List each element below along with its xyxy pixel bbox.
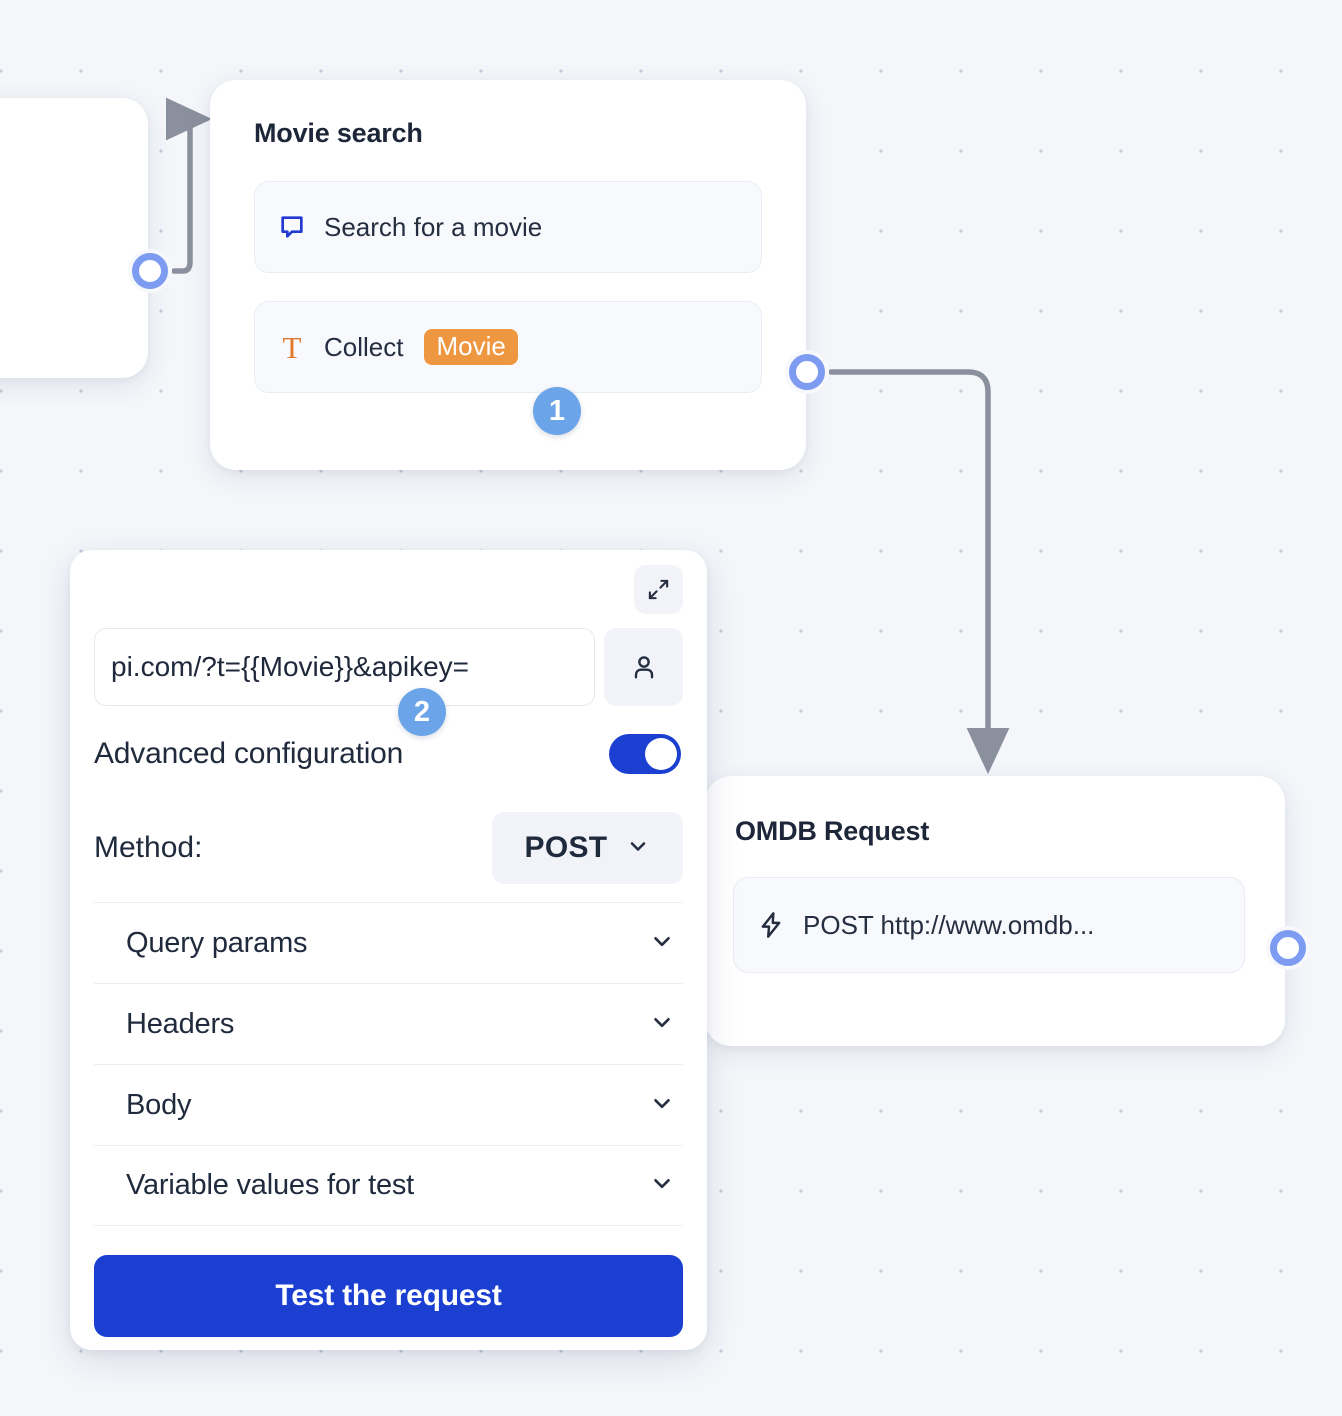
node-partial-left[interactable] — [0, 98, 148, 378]
advanced-configuration-label: Advanced configuration — [94, 737, 404, 770]
chevron-down-icon — [626, 834, 650, 863]
accordion-label: Query params — [126, 926, 308, 959]
test-the-request-button[interactable]: Test the request — [94, 1255, 683, 1337]
chevron-down-icon — [649, 1170, 675, 1201]
port-partial-left-output[interactable] — [128, 249, 172, 293]
accordion-item-headers[interactable]: Headers — [94, 983, 683, 1064]
chevron-down-icon — [649, 1090, 675, 1121]
node-row-label: POST http://www.omdb... — [803, 909, 1095, 940]
advanced-configuration-row: Advanced configuration — [94, 706, 683, 802]
port-movie-search-output[interactable] — [785, 350, 829, 394]
variable-pill-movie[interactable]: Movie — [424, 329, 518, 365]
speech-bubble-icon — [277, 213, 307, 241]
step-badge-1: 1 — [533, 387, 581, 435]
node-row-search-for-a-movie[interactable]: Search for a movie — [254, 181, 762, 273]
panel-header — [94, 550, 683, 628]
port-omdb-output[interactable] — [1266, 926, 1310, 970]
node-row-collect-movie[interactable]: T Collect Movie — [254, 301, 762, 393]
method-selected-value: POST — [524, 831, 608, 864]
accordion-item-query-params[interactable]: Query params — [94, 902, 683, 983]
accordion-label: Headers — [126, 1007, 235, 1040]
accordion-item-body[interactable]: Body — [94, 1064, 683, 1145]
method-row: Method: POST — [94, 802, 683, 894]
edge-partial-to-movie-search — [165, 97, 213, 274]
text-type-icon: T — [282, 329, 302, 365]
node-omdb-request[interactable]: OMDB Request POST http://www.omdb... — [705, 776, 1285, 1046]
chevron-down-icon — [649, 928, 675, 959]
node-title: Movie search — [254, 118, 423, 148]
lightning-bolt-icon — [756, 911, 786, 939]
chevron-down-icon — [649, 1009, 675, 1040]
accordion: Query params Headers Body — [94, 902, 683, 1226]
method-select[interactable]: POST — [492, 812, 683, 884]
accordion-label: Body — [126, 1088, 192, 1121]
method-label: Method: — [94, 831, 203, 864]
request-config-panel[interactable]: Advanced configuration Method: POST Quer… — [70, 550, 707, 1350]
node-row-label: Search for a movie — [324, 211, 543, 242]
edge-movie-search-to-omdb — [828, 369, 1010, 775]
advanced-configuration-toggle[interactable] — [609, 734, 681, 774]
node-movie-search[interactable]: Movie search Search for a movie T Collec… — [210, 80, 806, 470]
person-icon[interactable] — [604, 628, 683, 706]
node-row-label: Collect — [324, 331, 404, 362]
node-title: OMDB Request — [735, 816, 930, 846]
url-row — [94, 628, 683, 706]
accordion-label: Variable values for test — [126, 1169, 415, 1201]
node-row-post-request[interactable]: POST http://www.omdb... — [733, 877, 1245, 973]
step-badge-2: 2 — [398, 688, 446, 736]
request-url-input[interactable] — [94, 628, 595, 706]
accordion-item-variable-values-for-test[interactable]: Variable values for test — [94, 1145, 683, 1226]
expand-diagonal-icon[interactable] — [634, 564, 683, 614]
